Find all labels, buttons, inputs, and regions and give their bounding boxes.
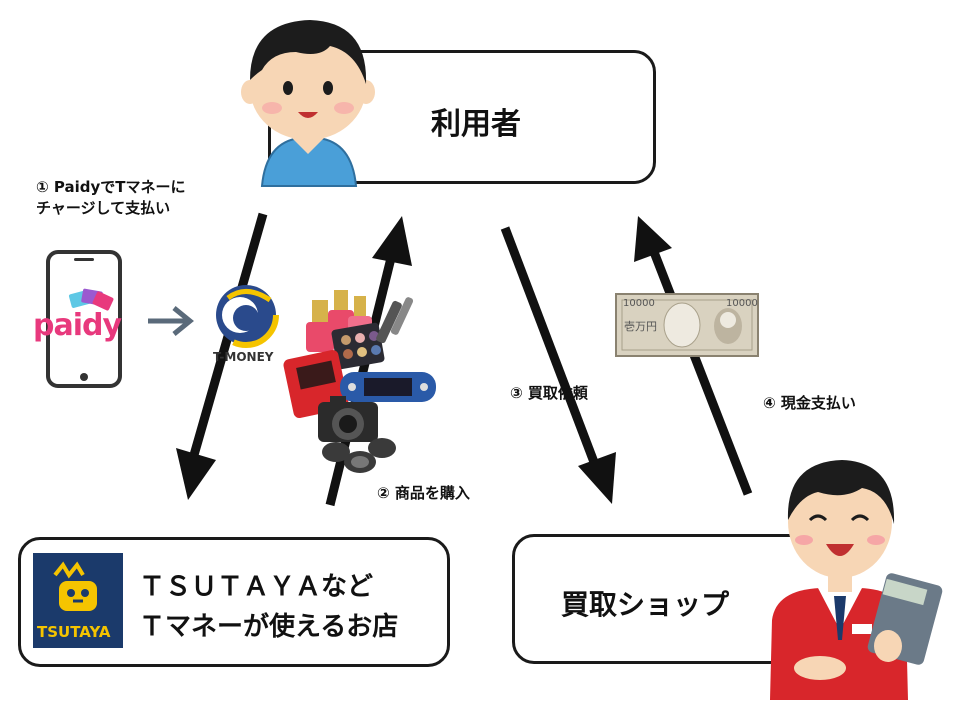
eyeshadow-palette-icon <box>331 322 385 370</box>
camera-lens-icon <box>322 438 396 473</box>
handheld-console-icon <box>340 372 436 402</box>
arrow-paidy-to-tmoney <box>148 306 194 336</box>
step3-label: ③ 買取依頼 <box>510 384 588 402</box>
step1-label-line2: チャージして支払い <box>36 199 171 217</box>
camera-icon <box>318 396 378 442</box>
arrow-shop-to-user <box>634 216 753 496</box>
mascara-icon <box>376 297 414 344</box>
banknote-text: 壱万円 <box>624 320 657 333</box>
tsutaya-bird-icon <box>53 561 97 611</box>
store-label-line1: ＴＳＵＴＡＹＡなど <box>139 572 374 602</box>
banknote-denomination-left: 10000 <box>623 298 655 309</box>
banknote-denomination-right: 10000 <box>726 298 758 309</box>
store-label-line2: Ｔマネーが使えるお店 <box>139 612 399 642</box>
user-label: 利用者 <box>431 107 521 142</box>
tmoney-logo-text: T-MONEY <box>213 350 274 364</box>
step2-label: ② 商品を購入 <box>377 484 470 502</box>
arrow-user-to-shop <box>500 226 616 504</box>
step1-label-line1: ① PaidyでTマネーに <box>36 178 186 196</box>
shop-label: 買取ショップ <box>561 588 730 621</box>
step4-label: ④ 現金支払い <box>763 394 856 412</box>
paidy-logo-text: paidy <box>33 308 122 343</box>
tsutaya-logo: TSUTAYA <box>33 553 123 648</box>
tsutaya-logo-text: TSUTAYA <box>37 623 111 641</box>
store-box: ＴＳＵＴＡＹＡなど Ｔマネーが使えるお店 <box>18 537 450 667</box>
